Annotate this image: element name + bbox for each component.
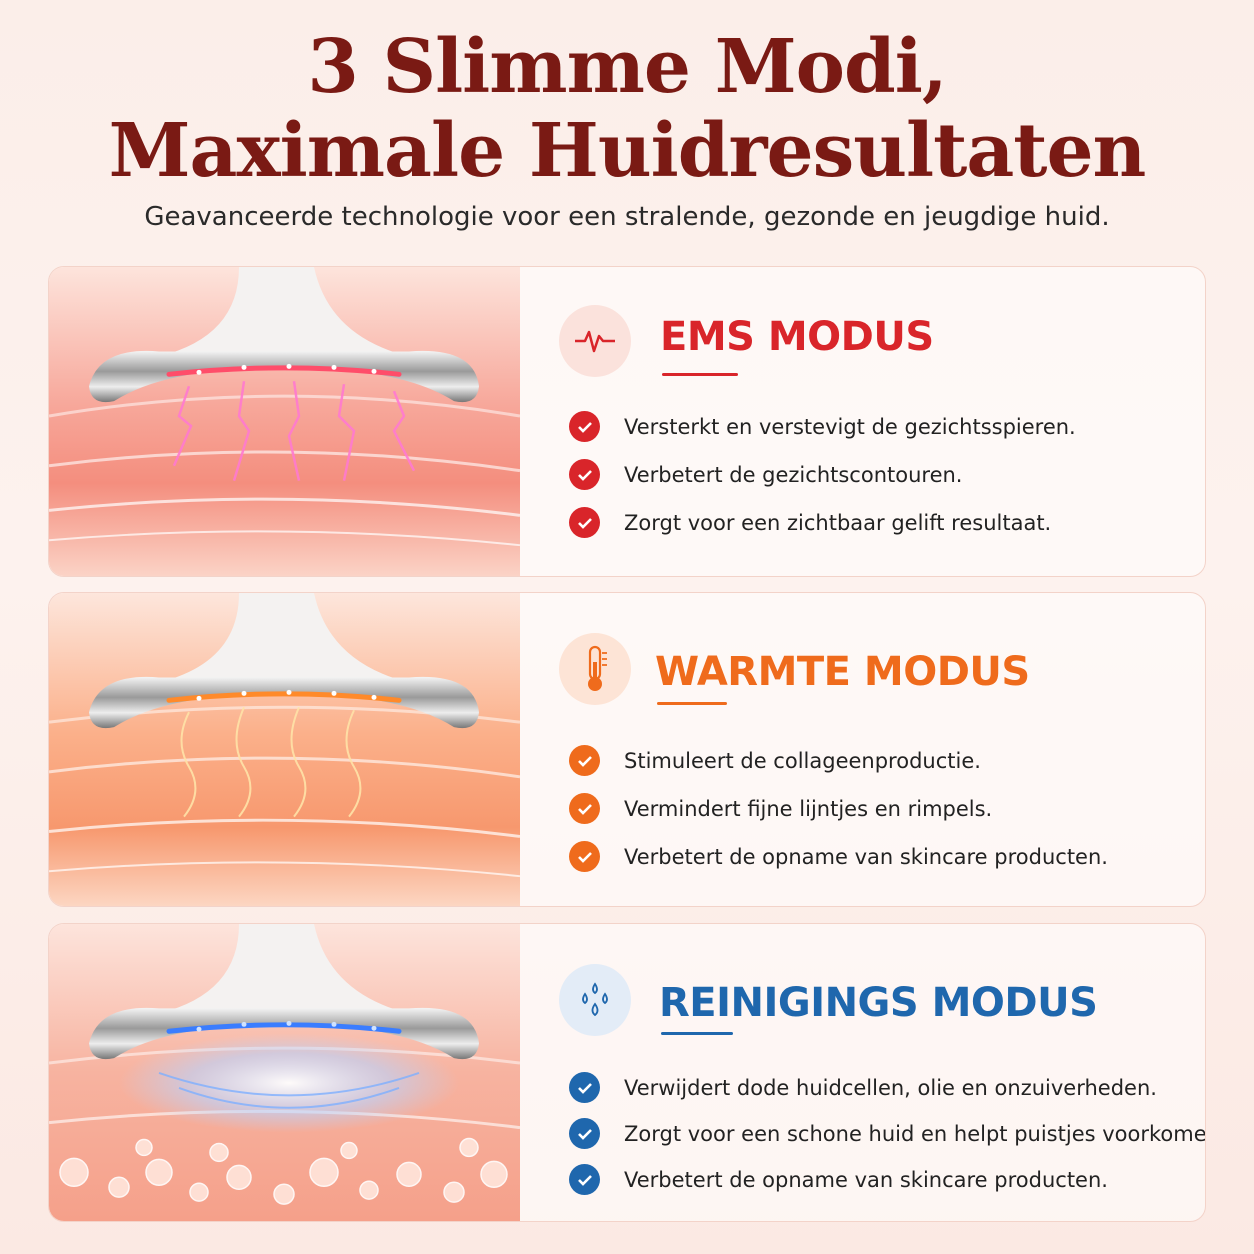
ems-bullet-2-text: Verbetert de gezichtscontouren. — [624, 462, 963, 487]
reinigings-bullet-2-text: Zorgt voor een schone huid en helpt puis… — [624, 1121, 1206, 1146]
page-title-line2: Maximale Huidresultaten — [108, 108, 1147, 194]
warmte-bullet-2-text: Vermindert fijne lijntjes en rimpels. — [624, 796, 993, 821]
warmte-bullet-2: Vermindert fijne lijntjes en rimpels. — [569, 793, 992, 824]
reinigings-bullet-3-text: Verbetert de opname van skincare product… — [624, 1167, 1108, 1192]
reinigings-mode-title: REINIGINGS MODUS — [659, 980, 1098, 1026]
page-subtitle: Geavanceerde technologie voor een strale… — [144, 202, 1110, 232]
page-title-line1: 3 Slimme Modi, — [307, 24, 947, 110]
check-icon — [569, 411, 600, 442]
water-drops-icon — [559, 964, 631, 1036]
thermometer-icon — [559, 633, 631, 705]
ems-bullet-2: Verbetert de gezichtscontouren. — [569, 459, 962, 490]
ems-bullet-1: Versterkt en verstevigt de gezichtsspier… — [569, 411, 1076, 442]
reinigings-bullet-1: Verwijdert dode huidcellen, olie en onzu… — [569, 1072, 1157, 1103]
check-icon — [569, 1118, 600, 1149]
check-icon — [569, 459, 600, 490]
check-icon — [569, 745, 600, 776]
ems-device-illustration — [49, 267, 520, 576]
ems-bullet-3: Zorgt voor een zichtbaar gelift resultaa… — [569, 507, 1051, 538]
warmte-mode-card: WARMTE MODUS Stimuleert de collageenprod… — [48, 592, 1206, 907]
ems-bullet-1-text: Versterkt en verstevigt de gezichtsspier… — [624, 414, 1076, 439]
warmte-bullet-3: Verbetert de opname van skincare product… — [569, 841, 1108, 872]
ems-bullet-3-text: Zorgt voor een zichtbaar gelift resultaa… — [624, 510, 1052, 535]
check-icon — [569, 793, 600, 824]
warmte-device-illustration — [49, 593, 520, 906]
check-icon — [569, 841, 600, 872]
warmte-bullet-1: Stimuleert de collageenproductie. — [569, 745, 981, 776]
warmte-bullet-1-text: Stimuleert de collageenproductie. — [624, 748, 981, 773]
reinigings-bullet-3: Verbetert de opname van skincare product… — [569, 1164, 1108, 1195]
pulse-icon — [559, 305, 631, 377]
reinigings-mode-card: REINIGINGS MODUS Verwijdert dode huidcel… — [48, 923, 1206, 1222]
ems-mode-title: EMS MODUS — [660, 314, 934, 360]
check-icon — [569, 1072, 600, 1103]
ems-title-underline — [662, 373, 738, 376]
reinigings-device-illustration — [49, 924, 520, 1221]
ems-mode-card: EMS MODUS Versterkt en verstevigt de gez… — [48, 266, 1206, 577]
warmte-mode-title: WARMTE MODUS — [655, 649, 1030, 695]
warmte-title-underline — [657, 702, 727, 705]
reinigings-title-underline — [661, 1032, 733, 1035]
check-icon — [569, 1164, 600, 1195]
warmte-bullet-3-text: Verbetert de opname van skincare product… — [624, 844, 1108, 869]
check-icon — [569, 507, 600, 538]
reinigings-bullet-1-text: Verwijdert dode huidcellen, olie en onzu… — [624, 1075, 1157, 1100]
reinigings-bullet-2: Zorgt voor een schone huid en helpt puis… — [569, 1118, 1206, 1149]
